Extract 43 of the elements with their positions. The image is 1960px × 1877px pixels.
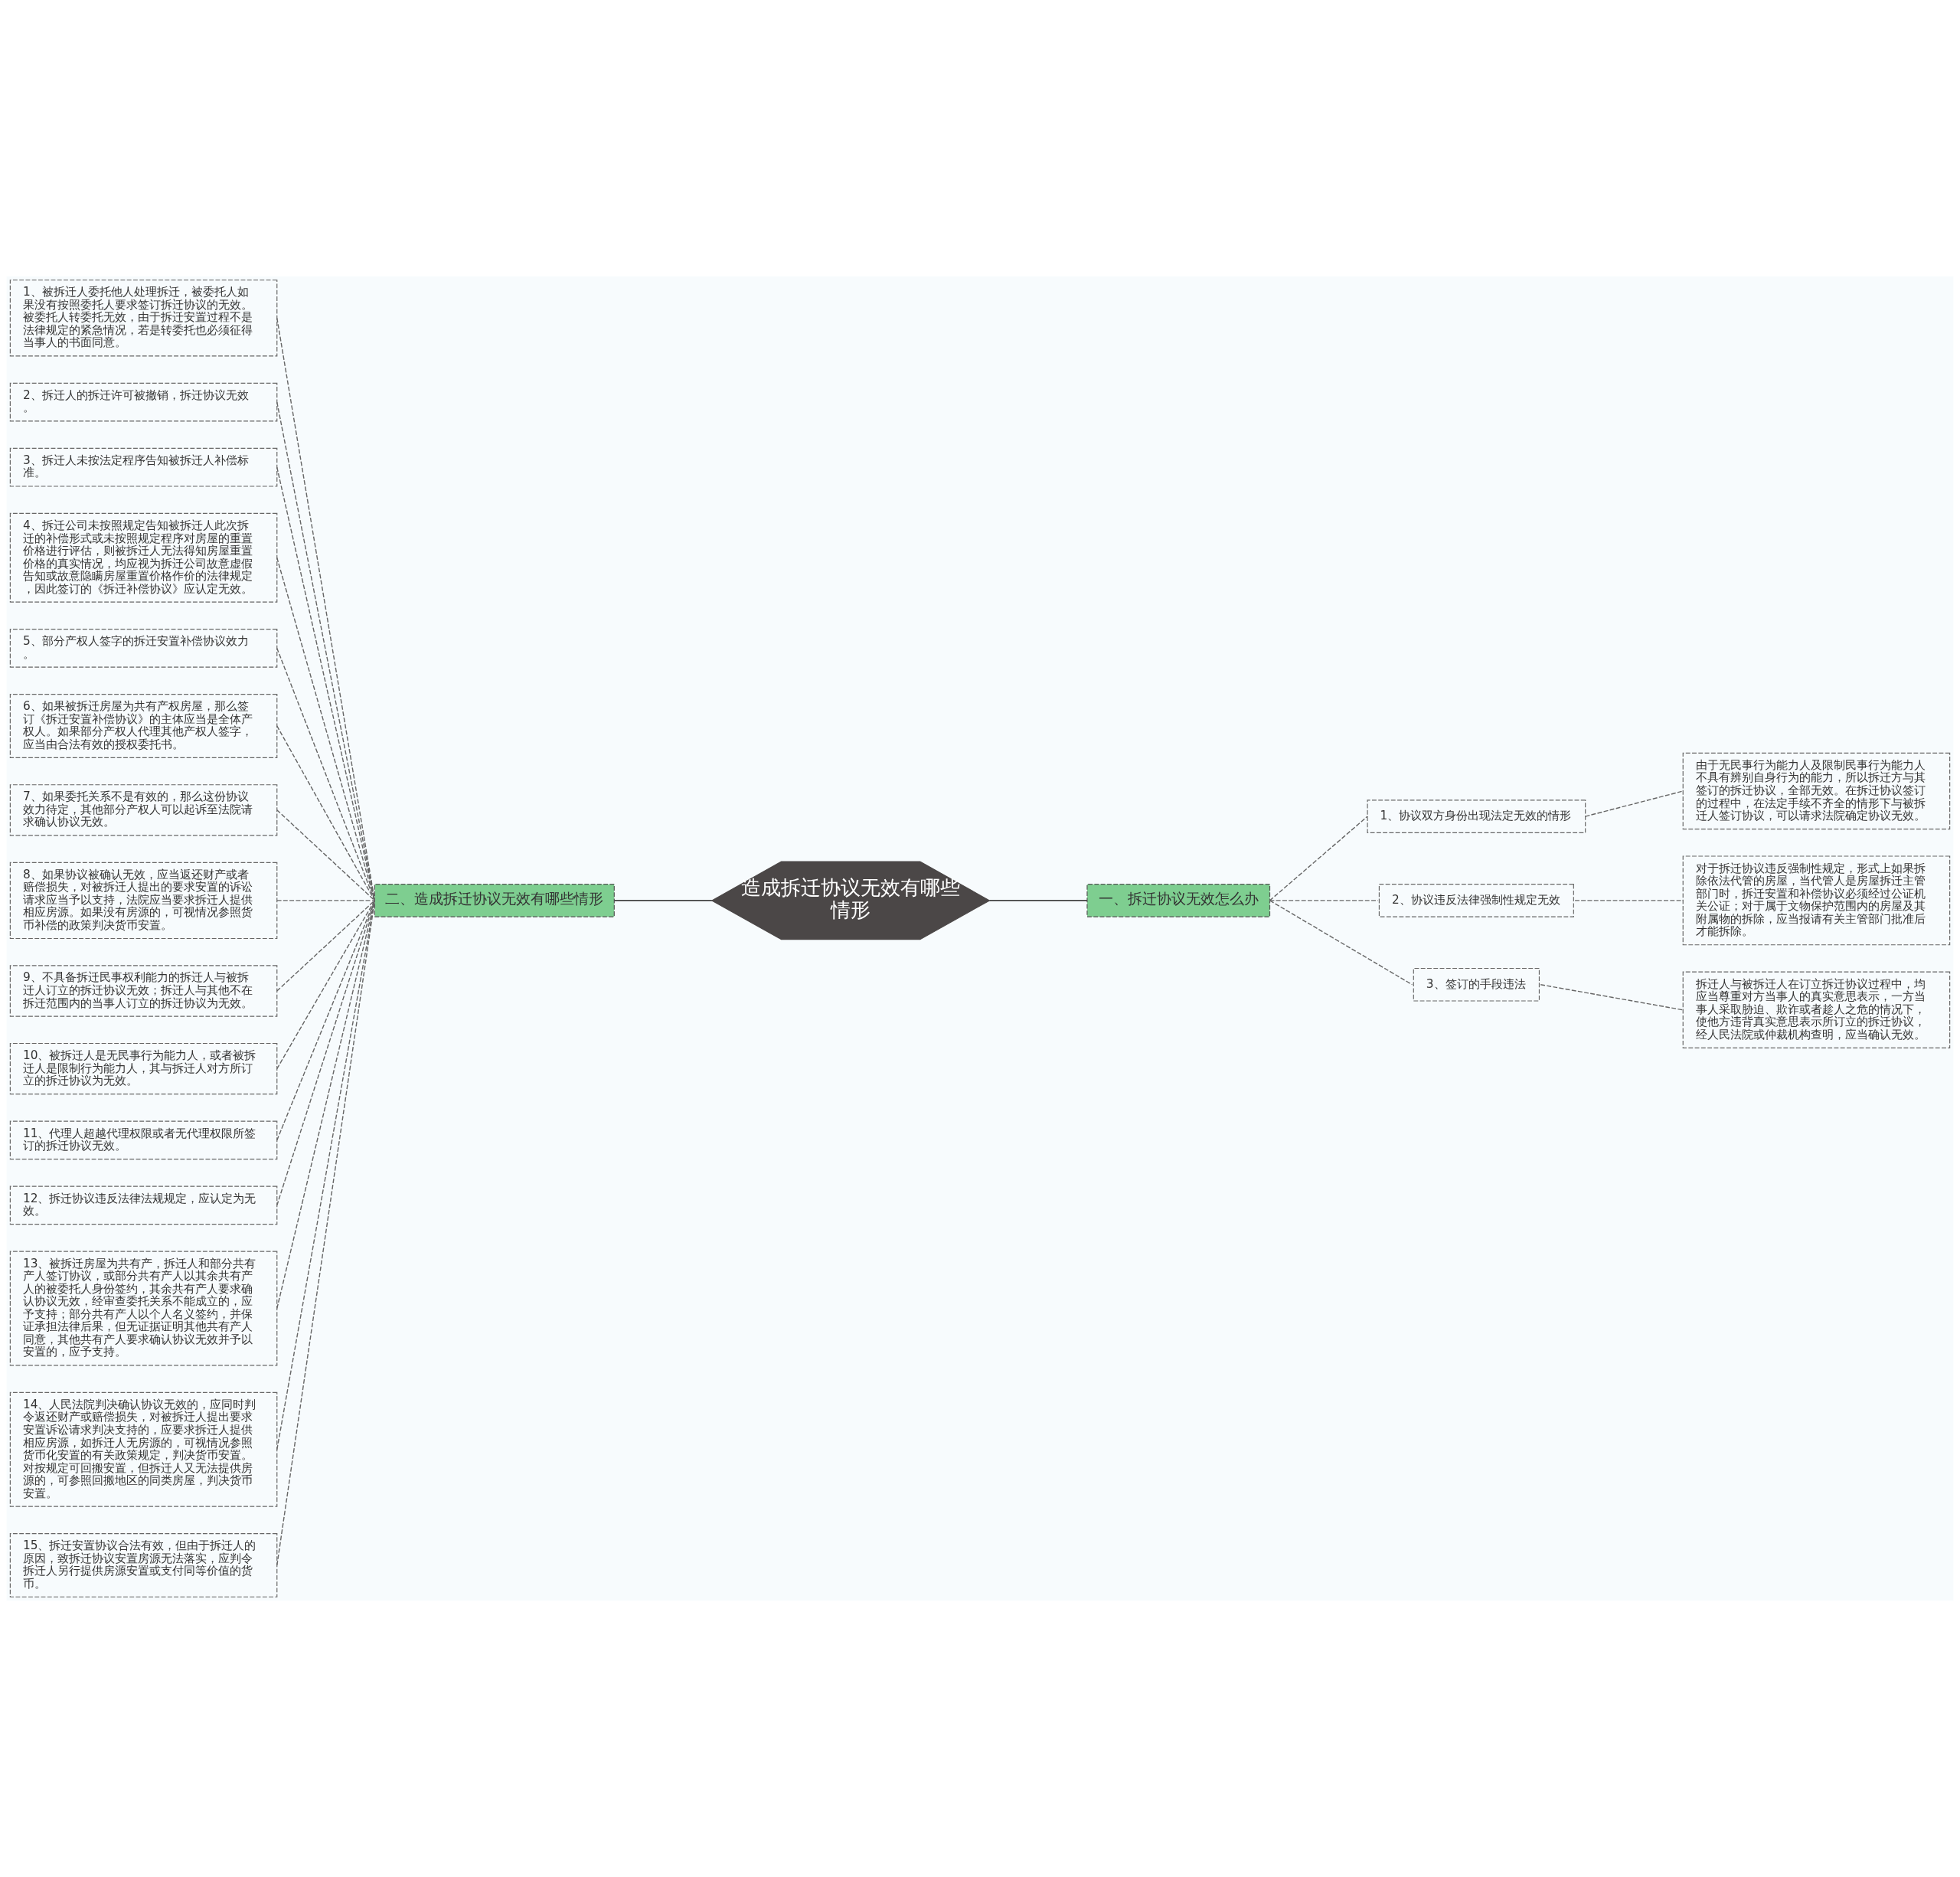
connector — [613, 899, 713, 901]
connector — [1269, 900, 1379, 901]
node-box: 二、造成拆迁协议无效有哪些情形 — [374, 884, 615, 917]
node-box: 8、如果协议被确认无效，应当返还财产或者赔偿损失，对被拆迁人提出的要求安置的诉讼请求应当予以支持，法院应当要求拆迁人提供相应房源。如果没有房源的，可视情况参照货币补偿的政策判决货币安置。 — [9, 862, 278, 940]
node-box: 3、拆迁人未按法定程序告知被拆迁人补偿标准。 — [9, 447, 278, 487]
connector — [276, 809, 375, 901]
node-box: 1、协议双方身份出现法定无效的情形 — [1367, 800, 1586, 833]
node-box: 6、如果被拆迁房屋为共有产权房屋，那么签订《拆迁安置补偿协议》的主体应当是全体产权人。如果部分产权人代理其他产权人签字，应当由合法有效的授权委托书。 — [9, 694, 278, 758]
connector — [276, 557, 375, 901]
node-box: 7、如果委托关系不是有效的，那么这份协议效力待定，其他部分产权人可以起诉至法院请求确认协议无效。 — [9, 784, 278, 836]
node-box: 2、协议违反法律强制性规定无效 — [1378, 884, 1574, 917]
node-box: 10、被拆迁人是无民事行为能力人，或者被拆迁人是限制行为能力人，其与拆迁人对方所订立的拆迁协议为无效。 — [9, 1042, 278, 1095]
connector — [1585, 790, 1684, 817]
connector — [276, 900, 375, 1141]
connector — [276, 900, 375, 1566]
node-box: 由于无民事行为能力人及限制民事行为能力人不具有辨别自身行为的能力，所以拆迁方与其签订的拆迁协议，全部无效。在拆迁协议签订的过程中，在法定手续不齐全的情形下与被拆迁人签订协议，可以请求法院确定协议无效。 — [1682, 752, 1951, 830]
connector — [276, 725, 375, 901]
node-box: 13、被拆迁房屋为共有产，拆迁人和部分共有产人签订协议，或部分共有产人以其余共有产人的被委托人身份签约，其余共有产人要求确认协议无效，经审查委托关系不能成立的，应予支持；部分共有产人以个人名义签约，并保证承担法律后果，但无证据证明其他共有产人同意，其他共有产人要求确认协议无效并予以安置的，应予支持。 — [9, 1251, 278, 1366]
connector — [988, 899, 1088, 901]
connector — [276, 900, 375, 1310]
connector — [1540, 984, 1684, 1011]
connector — [276, 900, 375, 1070]
node-box: 1、被拆迁人委托他人处理拆迁，被委托人如果没有按照委托人要求签订拆迁协议的无效。被委托人转委托无效，由于拆迁安置过程不是法律规定的紧急情况，若是转委托也必须征得当事人的书面同意。 — [9, 280, 278, 357]
node-box: 拆迁人与被拆迁人在订立拆迁协议过程中，均应当尊重对方当事人的真实意思表示，一方当事人采取胁迫、欺诈或者趁人之危的情况下，使他方违背真实意思表示所订立的拆迁协议，经人民法院或仲裁机构查明，应当确认无效。 — [1682, 971, 1951, 1048]
connector — [276, 900, 375, 1206]
connector — [1269, 816, 1368, 901]
node-box: 15、拆迁安置协议合法有效，但由于拆迁人的原因，致拆迁协议安置房源无法落实，应判令拆迁人另行提供房源安置或支付同等价值的货币。 — [9, 1533, 278, 1597]
node-box: 11、代理人超越代理权限或者无代理权限所签订的拆迁协议无效。 — [9, 1120, 278, 1160]
connector — [1574, 900, 1684, 901]
connector — [1269, 900, 1413, 986]
node-box: 4、拆迁公司未按照规定告知被拆迁人此次拆迁的补偿形式或未按照规定程序对房屋的重置价格进行评估，则被拆迁人无法得知房屋重置价格的真实情况，均应视为拆迁公司故意虚假告知或故意隐瞒房屋重置价格作价的法律规定，因此签订的《拆迁补偿协议》应认定无效。 — [9, 512, 278, 603]
node-box: 2、拆迁人的拆迁许可被撤销，拆迁协议无效。 — [9, 382, 278, 422]
node-box: 12、拆迁协议违反法律法规规定，应认定为无效。 — [9, 1185, 278, 1225]
connector — [276, 900, 375, 992]
node-box: 对于拆迁协议违反强制性规定，形式上如果拆除依法代管的房屋，当代管人是房屋拆迁主管部门时，拆迁安置和补偿协议必须经过公证机关公证；对于属于文物保护范围内的房屋及其附属物的拆除，应当报请有关主管部门批准后才能拆除。 — [1682, 855, 1951, 946]
node-box: 一、拆迁协议无效怎么办 — [1086, 884, 1271, 917]
connector — [276, 900, 375, 1450]
node-box: 9、不具备拆迁民事权利能力的拆迁人与被拆迁人订立的拆迁协议无效；拆迁人与其他不在拆迁范围内的当事人订立的拆迁协议为无效。 — [9, 965, 278, 1017]
node-box: 14、人民法院判决确认协议无效的，应同时判令返还财产或赔偿损失，对被拆迁人提出要求安置诉讼请求判决支持的，应要求拆迁人提供相应房源，如拆迁人无房源的，可视情况参照货币化安置的有关政策规定，判决货币安置。对按规定可回搬安置，但拆迁人又无法提供房源的，可参照回搬地区的同类房屋，判决货币安置。 — [9, 1391, 278, 1507]
node-box: 5、部分产权人签字的拆迁安置补偿协议效力。 — [9, 629, 278, 668]
connector — [276, 647, 375, 901]
connector — [276, 900, 375, 901]
node-box: 3、签订的手段违法 — [1413, 967, 1540, 1002]
